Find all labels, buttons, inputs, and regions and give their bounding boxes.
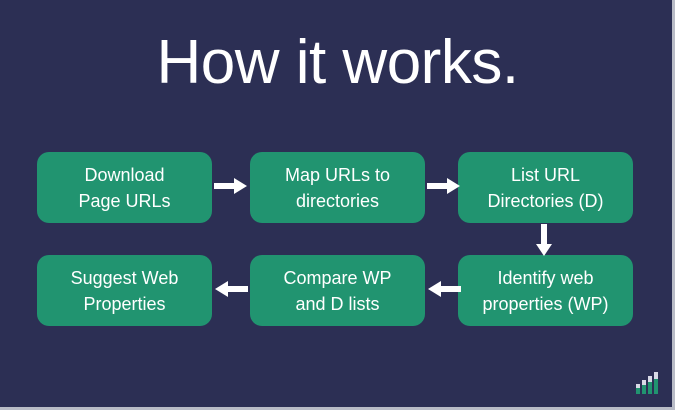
flow-node-list-url-directories[interactable]: List URL Directories (D) bbox=[458, 152, 633, 223]
page-title: How it works. bbox=[156, 28, 519, 97]
flow-node-identify-web-properties[interactable]: Identify web properties (WP) bbox=[458, 255, 633, 326]
flow-node-map-urls-to-directories[interactable]: Map URLs to directories bbox=[250, 152, 425, 223]
flow-node-suggest-web-properties[interactable]: Suggest Web Properties bbox=[37, 255, 212, 326]
arrow-right-icon-map-to-list bbox=[427, 175, 461, 197]
flow-node-label: Suggest Web Properties bbox=[70, 267, 179, 314]
flow-node-download-page-urls[interactable]: Download Page URLs bbox=[37, 152, 212, 223]
arrow-left-icon-compare-to-suggest bbox=[214, 278, 248, 300]
flow-node-label: Download Page URLs bbox=[78, 164, 171, 211]
arrow-left-icon-identify-to-compare bbox=[427, 278, 461, 300]
arrow-right-icon-download-to-map bbox=[214, 175, 248, 197]
arrow-down-icon-list-to-identify bbox=[533, 224, 555, 257]
flow-node-compare-wp-and-d-lists[interactable]: Compare WP and D lists bbox=[250, 255, 425, 326]
flow-node-label: Identify web properties (WP) bbox=[482, 267, 609, 314]
flow-node-label: List URL Directories (D) bbox=[487, 164, 604, 211]
bar-chart-logo-icon bbox=[636, 372, 660, 394]
flow-node-label: Compare WP and D lists bbox=[283, 267, 392, 314]
flow-node-label: Map URLs to directories bbox=[284, 164, 391, 211]
